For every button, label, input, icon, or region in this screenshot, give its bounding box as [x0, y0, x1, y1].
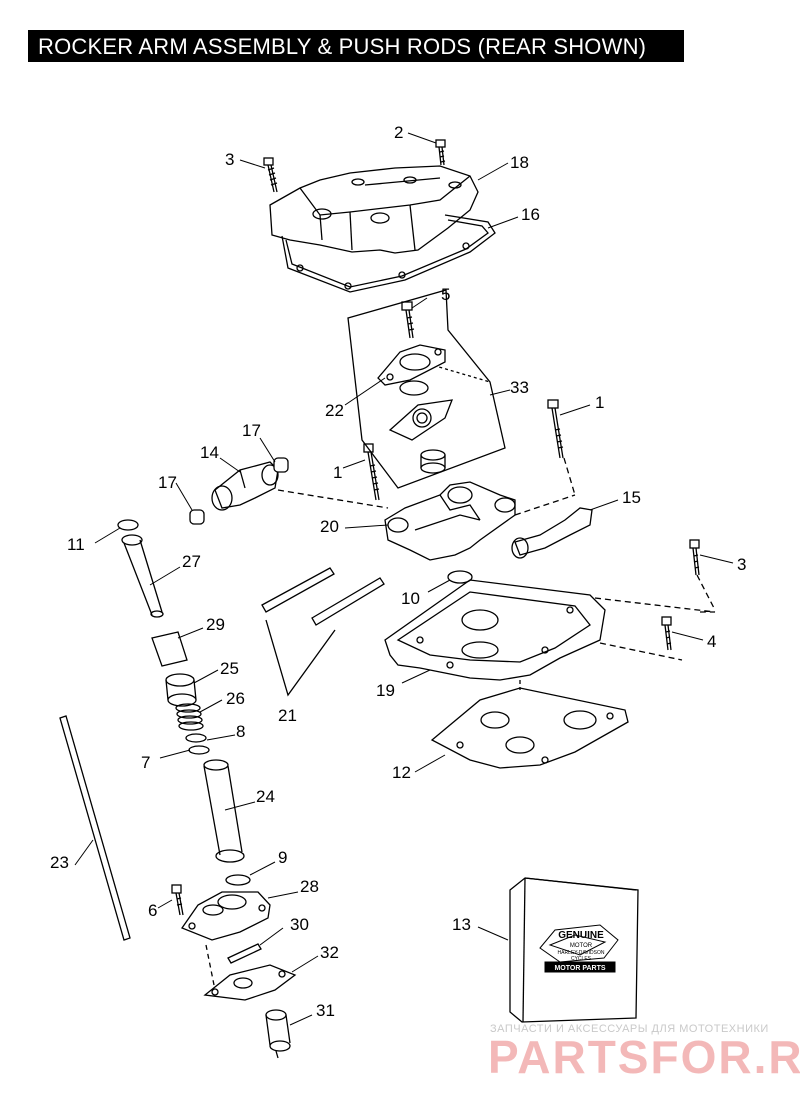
callout-32: 32	[320, 943, 339, 962]
callout-5: 5	[441, 285, 450, 304]
callout-18: 18	[510, 153, 529, 172]
callout-14: 14	[200, 443, 219, 462]
screw-4	[661, 616, 672, 651]
bolt-5	[401, 301, 415, 339]
callout-4: 4	[707, 632, 716, 651]
screw-3-top	[263, 157, 278, 193]
breather-filter	[420, 449, 446, 474]
callout-30: 30	[290, 915, 309, 934]
callout-2: 2	[394, 123, 403, 142]
callout-17-top: 17	[242, 421, 261, 440]
title-bar: ROCKER ARM ASSEMBLY & PUSH RODS (REAR SH…	[28, 30, 684, 62]
rocker-arm-14	[211, 461, 279, 511]
callout-29: 29	[206, 615, 225, 634]
callout-9: 9	[278, 848, 287, 867]
spring-26	[175, 703, 204, 731]
rocker-housing-part	[384, 579, 606, 681]
oring-11	[117, 519, 139, 531]
callout-15: 15	[622, 488, 641, 507]
box-logo-text: GENUINE MOTOR HARLEY-DAVIDSON CYCLES MOT…	[554, 930, 605, 972]
callout-23: 23	[50, 853, 69, 872]
leader-lines	[74, 132, 734, 1026]
breather-cover-part	[377, 344, 446, 386]
callout-26: 26	[226, 689, 245, 708]
lifter-cover-part	[180, 891, 271, 941]
callout-20: 20	[320, 517, 339, 536]
logo-motor: MOTOR	[570, 943, 593, 949]
pushrod-23	[59, 715, 131, 941]
callout-13: 13	[452, 915, 471, 934]
callout-28: 28	[300, 877, 319, 896]
bolt-1-right	[547, 399, 564, 459]
callout-8: 8	[236, 722, 245, 741]
callout-19: 19	[376, 681, 395, 700]
breather-valve-plate	[388, 399, 454, 441]
callout-3-top: 3	[225, 150, 234, 169]
rocker-cover-part	[269, 165, 479, 254]
callout-6: 6	[148, 901, 157, 920]
callout-22: 22	[325, 401, 344, 420]
watermark-tagline: ЗАПЧАСТИ И АКСЕССУАРЫ ДЛЯ МОТОТЕХНИКИ	[490, 1023, 769, 1035]
callout-24: 24	[256, 787, 275, 806]
lifter-31	[265, 1009, 291, 1059]
lifter-gasket-part	[203, 964, 297, 1001]
breather-seal-ring	[399, 380, 429, 396]
breather-assembly-outline	[347, 289, 506, 489]
logo-cycles: CYCLES	[571, 956, 592, 962]
bushing-17	[189, 457, 289, 525]
callout-31: 31	[316, 1001, 335, 1020]
logo-genuine: GENUINE	[558, 930, 604, 941]
ring-7	[188, 745, 210, 755]
callout-12: 12	[392, 763, 411, 782]
rocker-arm-15	[511, 507, 593, 559]
callout-numbers: 3 2 18 16 5 33 22 1 1 17 14 17 20 15 3 4…	[50, 123, 746, 1020]
watermark-logo: PARTSFOR.RU	[488, 1031, 800, 1083]
callout-3-right: 3	[737, 555, 746, 574]
callout-33: 33	[510, 378, 529, 397]
cover-gasket-part	[281, 214, 496, 293]
screw-3-right	[689, 539, 700, 576]
bolt-1-left	[363, 443, 380, 501]
rocker-shaft-21	[261, 567, 385, 626]
screw-6	[171, 884, 184, 916]
harley-logo-icon	[539, 924, 619, 973]
callout-25: 25	[220, 659, 239, 678]
pushrod-tube-24	[203, 759, 245, 863]
tube-29	[151, 631, 188, 667]
callout-17-left: 17	[158, 473, 177, 492]
callout-7: 7	[141, 753, 150, 772]
rocker-support-part	[384, 481, 516, 561]
oring-9	[225, 874, 251, 886]
oring-10	[447, 570, 473, 584]
callout-16: 16	[521, 205, 540, 224]
callout-21: 21	[278, 706, 297, 725]
cup-25	[165, 673, 197, 707]
callout-1-left: 1	[333, 463, 342, 482]
callout-27: 27	[182, 552, 201, 571]
pin-30	[227, 943, 262, 964]
pushrod-tube-27	[121, 534, 164, 618]
logo-motor-parts: MOTOR PARTS	[554, 965, 605, 972]
screw-2	[435, 139, 446, 166]
housing-gasket-part	[430, 687, 629, 769]
page-title: ROCKER ARM ASSEMBLY & PUSH RODS (REAR SH…	[38, 34, 647, 59]
callout-11: 11	[67, 535, 85, 554]
callout-10: 10	[401, 589, 420, 608]
ring-8	[185, 733, 207, 743]
logo-brand: HARLEY-DAVIDSON	[558, 950, 605, 956]
callout-1-right: 1	[595, 393, 604, 412]
